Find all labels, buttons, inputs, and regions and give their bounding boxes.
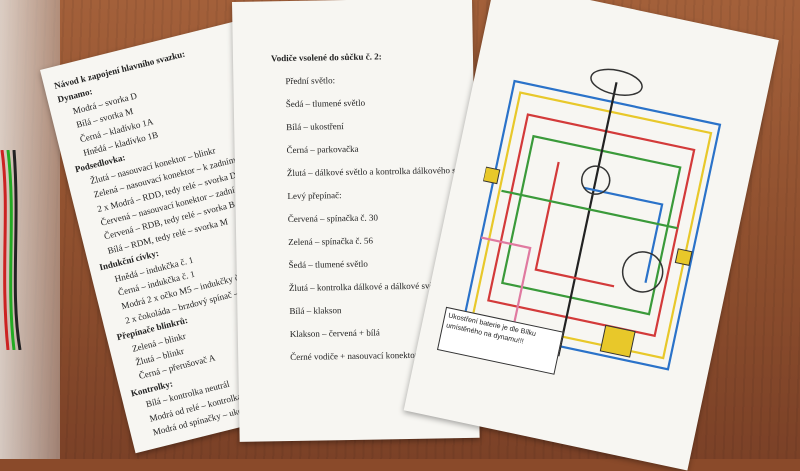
instruction-line: Šedá – tlumené světlo bbox=[285, 97, 366, 110]
instruction-line: Bílá – ukostření bbox=[286, 121, 344, 133]
instruction-line: Přední světlo: bbox=[285, 75, 336, 87]
alternator-component bbox=[621, 251, 664, 293]
wire-loop-green bbox=[501, 134, 682, 316]
wire-red-branch bbox=[534, 161, 615, 288]
instruction-line: Levý přepínač: bbox=[287, 190, 342, 202]
cable-bundle bbox=[0, 150, 22, 350]
headlight-component bbox=[590, 68, 643, 96]
wire-loop-yellow bbox=[471, 91, 713, 360]
instruction-line: Zelená – spínačka č. 56 bbox=[288, 235, 373, 248]
instruction-line: Klakson – červená + bílá bbox=[289, 327, 380, 340]
wire-green-branch bbox=[501, 189, 678, 230]
instruction-line: Žlutá – dálkové světlo a kontrolka dálko… bbox=[286, 164, 474, 179]
wire-loop-red bbox=[487, 113, 696, 338]
instruction-line: Černá – parkovačka bbox=[286, 143, 359, 156]
section-heading: Vodiče vsolené do sůčku č. 2: bbox=[270, 51, 382, 64]
wire-black-trunk bbox=[557, 82, 618, 357]
instruction-line: Bílá – klakson bbox=[289, 305, 342, 317]
wire-blue-branch bbox=[583, 186, 664, 283]
wire-loop-blue bbox=[461, 79, 722, 371]
instruction-line: Žlutá – kontrolka dálkové a dálkové svět… bbox=[288, 280, 444, 294]
ignition-switch-component bbox=[580, 165, 611, 195]
connector-right bbox=[674, 248, 693, 266]
instruction-line: Šedá – tlumené světlo bbox=[288, 258, 368, 271]
connector-left bbox=[482, 166, 501, 185]
wiring-diagram bbox=[461, 68, 722, 371]
battery-component bbox=[599, 324, 636, 358]
instruction-line: Červená – spínačka č. 30 bbox=[287, 212, 379, 225]
wiring-diagram-sheet: Ukostření baterie je dle Bílku umístěnéh… bbox=[403, 0, 779, 471]
wire-pink-branch bbox=[481, 236, 532, 337]
